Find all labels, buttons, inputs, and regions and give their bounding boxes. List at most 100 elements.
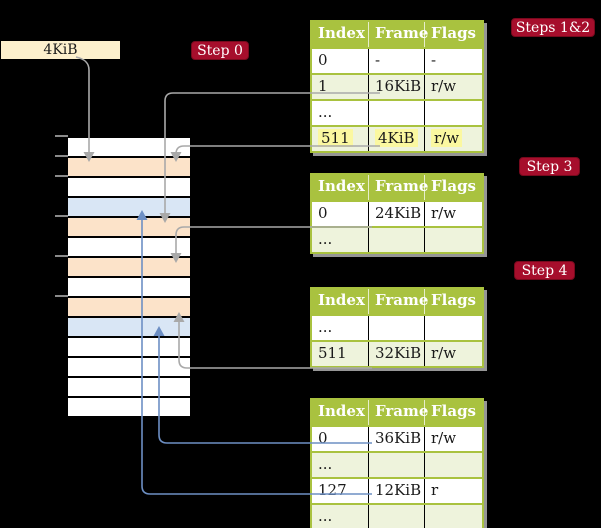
table-cell: r/w bbox=[425, 202, 482, 226]
table-cell bbox=[425, 453, 482, 477]
table-cell: 12KiB bbox=[369, 479, 425, 503]
cell-text: 12KiB bbox=[375, 481, 422, 499]
table-cell: r/w bbox=[425, 75, 482, 99]
memory-frame-row bbox=[68, 318, 190, 338]
memory-frame-row bbox=[68, 178, 190, 198]
cell-text: 32KiB bbox=[375, 344, 422, 362]
cell-text: 0 bbox=[318, 204, 328, 222]
column-header: Index bbox=[312, 22, 369, 47]
memory-frame-row bbox=[68, 298, 190, 318]
cell-text: ... bbox=[318, 318, 333, 336]
table-cell: ... bbox=[312, 316, 369, 340]
memory-frame-row bbox=[68, 338, 190, 358]
memory-frame-row bbox=[68, 278, 190, 298]
cell-text: r/w bbox=[431, 129, 463, 147]
memory-frame-row bbox=[68, 218, 190, 238]
column-header: Flags bbox=[431, 291, 476, 309]
column-header: Frame bbox=[369, 400, 428, 425]
table-row: 0 - - bbox=[312, 47, 482, 73]
cell-text: 0 bbox=[318, 429, 328, 447]
table-row: 0 36KiB r/w bbox=[312, 425, 482, 451]
memory-frame-row bbox=[68, 198, 190, 218]
cell-text: 24KiB bbox=[375, 204, 422, 222]
column-header: Frame bbox=[369, 22, 428, 47]
memory-frame-row bbox=[68, 258, 190, 278]
memory-frame-row bbox=[68, 358, 190, 378]
cell-text: 127 bbox=[318, 481, 347, 499]
cell-text: r/w bbox=[431, 429, 457, 447]
table-cell: 0 bbox=[312, 49, 369, 73]
column-header: Frame bbox=[369, 289, 428, 314]
table-cell: 0 bbox=[312, 427, 369, 451]
table-cell: ... bbox=[312, 453, 369, 477]
frame-size-box: 4KiB bbox=[1, 41, 120, 59]
table-cell bbox=[369, 101, 425, 125]
column-header: Index bbox=[312, 289, 369, 314]
table-row: 127 12KiB r bbox=[312, 477, 482, 503]
table-cell: 16KiB bbox=[369, 75, 425, 99]
table-cell: ... bbox=[312, 505, 369, 528]
memory-frame-row bbox=[68, 138, 190, 158]
cell-text: 511 bbox=[318, 344, 347, 362]
memory-tick bbox=[55, 175, 68, 177]
table-cell: ... bbox=[312, 228, 369, 252]
memory-frame-row bbox=[68, 238, 190, 258]
table-cell bbox=[369, 228, 425, 252]
table-cell: 511 bbox=[312, 342, 369, 366]
table-row: ... bbox=[312, 451, 482, 477]
cell-text: ... bbox=[318, 455, 333, 473]
cell-text: ... bbox=[318, 507, 333, 525]
table-cell: 24KiB bbox=[369, 202, 425, 226]
table-cell: 127 bbox=[312, 479, 369, 503]
table-cell bbox=[425, 316, 482, 340]
column-header: Flags bbox=[431, 402, 476, 420]
memory-tick bbox=[55, 255, 68, 257]
step-3-label: Step 3 bbox=[519, 157, 580, 176]
cell-text: r/w bbox=[431, 204, 457, 222]
table-cell: r bbox=[425, 479, 482, 503]
table-cell bbox=[369, 316, 425, 340]
column-header: Index bbox=[312, 400, 369, 425]
cell-text: r bbox=[431, 481, 439, 499]
table-cell: r/w bbox=[425, 127, 482, 151]
memory-frame-row bbox=[68, 398, 190, 418]
table-cell bbox=[425, 228, 482, 252]
cell-text: ... bbox=[318, 230, 333, 248]
table-row: ... bbox=[312, 226, 482, 252]
table-cell bbox=[425, 505, 482, 528]
table-cell: - bbox=[425, 49, 482, 73]
cell-text: 0 bbox=[318, 51, 328, 69]
table-cell: 36KiB bbox=[369, 427, 425, 451]
physical-memory-column bbox=[68, 136, 190, 418]
table-cell: 0 bbox=[312, 202, 369, 226]
cell-text: - bbox=[431, 51, 437, 69]
table-row: 0 24KiB r/w bbox=[312, 200, 482, 226]
table-cell bbox=[425, 101, 482, 125]
column-header: Index bbox=[312, 175, 369, 200]
cell-text: 4KiB bbox=[375, 129, 418, 147]
cell-text: - bbox=[375, 51, 381, 69]
step-4-label: Step 4 bbox=[514, 261, 575, 280]
cell-text: ... bbox=[318, 103, 333, 121]
cell-text: 16KiB bbox=[375, 77, 422, 95]
memory-tick bbox=[55, 215, 68, 217]
table-cell: - bbox=[369, 49, 425, 73]
column-header: Flags bbox=[431, 177, 476, 195]
table-row: ... bbox=[312, 503, 482, 528]
memory-tick bbox=[55, 295, 68, 297]
column-header: Flags bbox=[431, 24, 476, 42]
column-header: Frame bbox=[369, 175, 428, 200]
memory-tick bbox=[55, 135, 68, 137]
step-0-label: Step 0 bbox=[191, 41, 249, 60]
table-row: ... bbox=[312, 314, 482, 340]
